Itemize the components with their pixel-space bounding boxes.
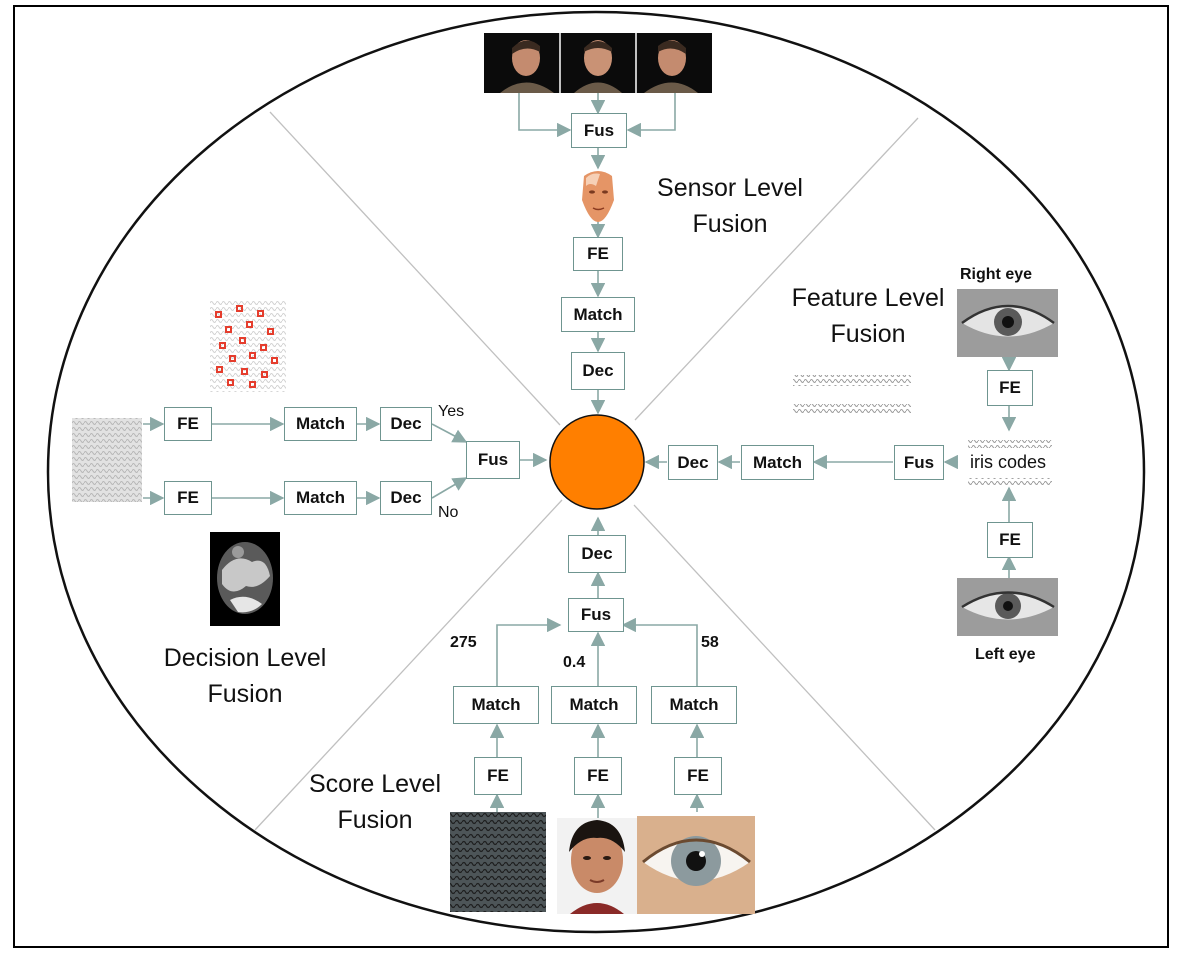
yes-label: Yes [438, 403, 465, 420]
score-fe-iris-box: FE [674, 757, 722, 795]
feature-level-title: Feature Level Fusion [768, 280, 968, 352]
score-title-line1: Score Level [308, 770, 442, 798]
feature-title-line1: Feature Level [791, 284, 945, 312]
minutiae-points-icon [210, 300, 286, 392]
sensor-fusion-box: Fus [571, 113, 627, 148]
diagram-frame [13, 5, 1169, 948]
score-match-face-box: Match [551, 686, 637, 724]
score-fingerprint-value: 275 [450, 634, 477, 651]
fingerprint-gray-icon [72, 418, 142, 502]
decision-dec-bottom-box: Dec [380, 481, 432, 515]
sensor-match-box: Match [561, 297, 635, 332]
score-fe-face-box: FE [574, 757, 622, 795]
frontal-face-photo-icon [557, 818, 637, 914]
score-fe-fingerprint-box: FE [474, 757, 522, 795]
feature-title-line2: Fusion [830, 320, 906, 348]
sensor-title-line1: Sensor Level [657, 174, 803, 202]
outer-ellipse [46, 10, 1146, 934]
decision-match-bottom-box: Match [284, 481, 357, 515]
sensor-title-line2: Fusion [692, 210, 768, 238]
decision-dec-top-box: Dec [380, 407, 432, 441]
sensor-fe-box: FE [573, 237, 623, 271]
decision-title-line2: Fusion [207, 680, 283, 708]
decision-fe-top-box: FE [164, 407, 212, 441]
quadrant-dividers [254, 111, 936, 831]
score-match-iris-box: Match [651, 686, 737, 724]
feature-fe-right-box: FE [987, 370, 1033, 406]
right-eye-label: Right eye [960, 266, 1033, 283]
score-fusion-box: Fus [568, 598, 624, 632]
3d-face-model-icon [582, 171, 614, 222]
decision-match-top-box: Match [284, 407, 357, 441]
left-eye-label: Left eye [975, 646, 1036, 663]
feature-fusion-box: Fus [894, 445, 944, 480]
decision-title-line1: Decision Level [163, 644, 327, 672]
sensor-level-title: Sensor Level Fusion [640, 170, 820, 242]
no-label: No [438, 504, 459, 521]
right-eye-photo-icon [957, 289, 1058, 357]
score-title-line2: Fusion [337, 806, 413, 834]
score-match-fingerprint-box: Match [453, 686, 539, 724]
face-photo-icon [484, 33, 712, 93]
decision-fusion-box: Fus [466, 441, 520, 479]
decision-level-title: Decision Level Fusion [140, 640, 350, 712]
decision-node [549, 414, 645, 510]
score-dec-box: Dec [568, 535, 626, 573]
iris-code-strips-icon [793, 375, 1052, 486]
feature-match-box: Match [741, 445, 814, 480]
left-eye-photo-icon [957, 578, 1058, 636]
thermal-face-icon [210, 532, 280, 626]
fingerprint-dark-icon [450, 812, 546, 912]
score-level-title: Score Level Fusion [300, 766, 450, 838]
sensor-dec-box: Dec [571, 352, 625, 390]
feature-fe-left-box: FE [987, 522, 1033, 558]
score-iris-value: 58 [701, 634, 719, 651]
iris-codes-label: iris codes [970, 452, 1047, 472]
feature-dec-box: Dec [668, 445, 718, 480]
decision-fe-bottom-box: FE [164, 481, 212, 515]
score-face-value: 0.4 [563, 654, 586, 671]
iris-photo-icon [637, 816, 755, 914]
